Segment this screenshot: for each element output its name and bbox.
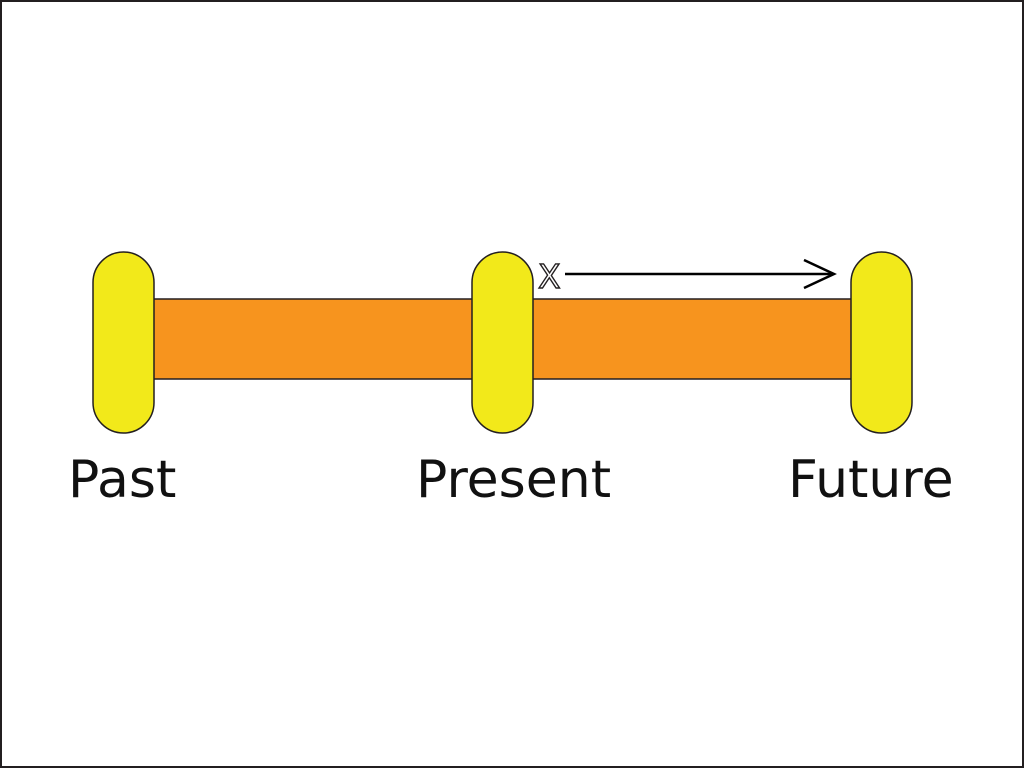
label-present: Present xyxy=(416,450,612,510)
label-future: Future xyxy=(788,450,954,510)
label-past: Past xyxy=(68,450,177,510)
marker-x-label: X xyxy=(538,257,561,296)
node-past xyxy=(92,251,155,434)
arrow-head-icon xyxy=(803,258,837,290)
segment-past-present xyxy=(151,298,477,380)
node-present xyxy=(471,251,534,434)
segment-present-future xyxy=(530,298,855,380)
node-future xyxy=(850,251,913,434)
